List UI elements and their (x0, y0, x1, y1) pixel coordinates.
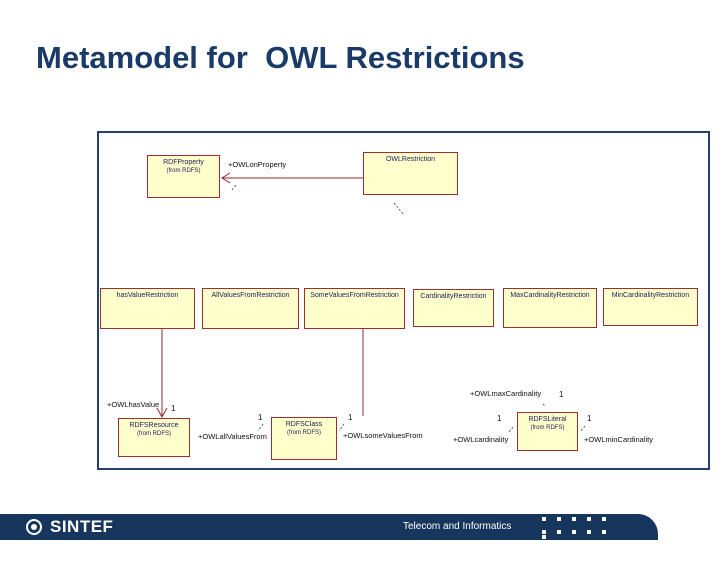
class-rdfproperty: RDFProperty (from RDFS) (147, 155, 220, 198)
assoc-label-somevaluesfrom: +OWLsomeValuesFrom (343, 431, 423, 440)
class-maxcardinalityrestriction: MaxCardinalityRestriction (503, 288, 597, 328)
class-hasvaluerestriction: hasValueRestriction (100, 288, 195, 329)
class-name: OWLRestriction (385, 156, 435, 163)
footer-bar: SINTEF (0, 514, 658, 540)
class-package: (from RDFS) (530, 425, 565, 431)
class-owlrestriction: OWLRestriction (363, 152, 458, 195)
footer-dots-decoration (542, 517, 622, 552)
assoc-mult-mincardinality: 1 (587, 414, 592, 423)
assoc-label-onproperty: +OWLonProperty (228, 160, 287, 169)
footer-department: Telecom and Informatics (403, 521, 512, 532)
class-rdfsresource: RDFSResource (from RDFS) (118, 418, 190, 457)
class-name: SomeValuesFromRestriction (310, 292, 399, 299)
assoc-mult-maxcardinality: 1 (559, 390, 564, 399)
assoc-label-allvaluesfrom: +OWLallValuesFrom (198, 432, 267, 441)
sintef-brand-text: SINTEF (50, 517, 114, 536)
class-name: hasValueRestriction (116, 292, 179, 299)
assoc-mult-somevaluesfrom: 1 (348, 413, 353, 422)
class-package: (from RDFS) (137, 431, 171, 437)
slide-title: Metamodel for OWL Restrictions (36, 40, 525, 75)
uml-diagram-frame: RDFProperty (from RDFS) OWLRestriction h… (97, 131, 710, 470)
assoc-mult-allvaluesfrom: 1 (258, 413, 263, 422)
association-lines (156, 172, 586, 433)
assoc-label-cardinality: +OWLcardinality (453, 435, 509, 444)
class-mincardinalityrestriction: MinCardinalityRestriction (603, 288, 698, 326)
assoc-label-maxcardinality: +OWLmaxCardinality (470, 389, 542, 398)
assoc-label-hasvalue: +OWLhasValue (107, 400, 160, 409)
class-name: CardinalityRestriction (420, 293, 487, 300)
class-allvaluesfromrestriction: AllValuesFromRestriction (202, 288, 299, 329)
class-package: (from RDFS) (166, 168, 201, 174)
class-name: RDFSResource (129, 422, 179, 429)
class-name: RDFSLiteral (528, 416, 567, 423)
class-rdfsliteral: RDFSLiteral (from RDFS) (517, 412, 578, 451)
class-name: AllValuesFromRestriction (211, 292, 290, 299)
class-rdfsclass: RDFSClass (from RDFS) (271, 417, 337, 460)
class-cardinalityrestriction: CardinalityRestriction (413, 289, 494, 327)
assoc-mult-hasvalue: 1 (171, 404, 176, 413)
class-name: MinCardinalityRestriction (611, 292, 690, 299)
dot-row (542, 530, 622, 552)
assoc-label-mincardinality: +OWLminCardinality (584, 435, 653, 444)
assoc-mult-cardinality: 1 (497, 414, 502, 423)
class-somevaluesfromrestriction: SomeValuesFromRestriction (304, 288, 405, 329)
class-name: MaxCardinalityRestriction (510, 292, 590, 299)
dot-row (542, 517, 622, 539)
class-name: RDFProperty (163, 159, 204, 166)
class-name: RDFSClass (285, 421, 323, 428)
sintef-logo-icon (26, 519, 42, 535)
class-package: (from RDFS) (287, 430, 321, 436)
sintef-logo: SINTEF (26, 517, 113, 537)
